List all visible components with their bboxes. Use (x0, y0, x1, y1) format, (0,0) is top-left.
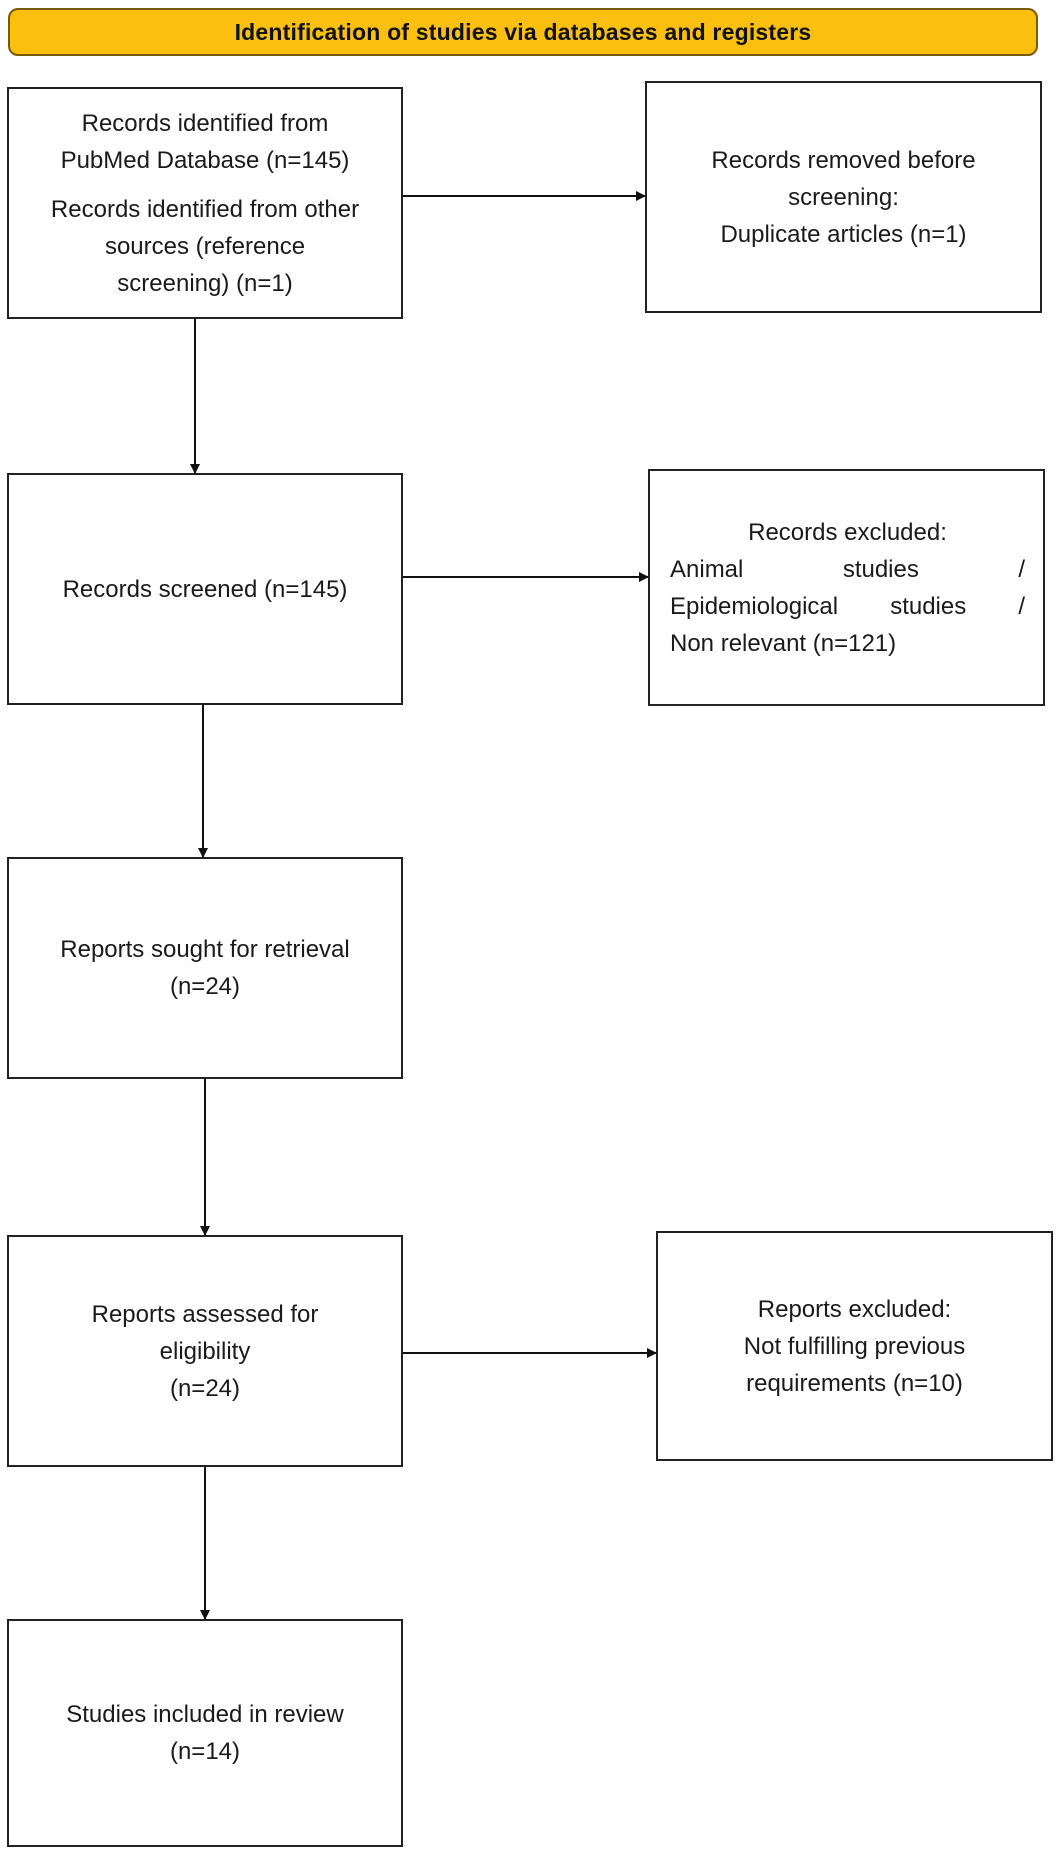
reports-excluded-line-3: requirements (n=10) (746, 1369, 963, 1397)
eligibility-line-2: eligibility (159, 1337, 251, 1365)
excluded-line-1: Records excluded: (748, 518, 947, 546)
identified-line-1: Records identified from (81, 109, 329, 137)
included-line-2: (n=14) (169, 1738, 241, 1765)
reports-excluded-line-1: Reports excluded: (757, 1295, 952, 1323)
excluded-row-1-a: Animal (670, 555, 744, 583)
reports-eligibility-box: Reports assessed for eligibility (n=24) (7, 1235, 403, 1467)
identified-line-4: sources (reference (104, 232, 306, 260)
excluded-row-2-b: studies (890, 592, 967, 620)
studies-included-box: Studies included in review (n=14) (7, 1619, 403, 1847)
removed-line-2: screening: (788, 183, 899, 211)
eligibility-line-3: (n=24) (169, 1374, 241, 1402)
excluded-row-2: Epidemiological studies / (670, 588, 1025, 625)
identification-header: Identification of studies via databases … (8, 8, 1038, 56)
eligibility-line-1: Reports assessed for (91, 1300, 319, 1328)
records-identified-box: Records identified from PubMed Database … (7, 87, 403, 319)
records-excluded-box: Records excluded: Animal studies / Epide… (648, 469, 1045, 706)
reports-excluded-box: Reports excluded: Not fulfilling previou… (656, 1231, 1053, 1461)
excluded-row-1: Animal studies / (670, 551, 1025, 588)
removed-line-3: Duplicate articles (n=1) (720, 220, 967, 248)
excluded-row-2-c: / (1018, 592, 1025, 620)
excluded-row-2-a: Epidemiological (670, 592, 839, 620)
excluded-row-1-b: studies (842, 555, 919, 583)
reports-excluded-line-2: Not fulfilling previous (743, 1332, 966, 1360)
identified-line-2: PubMed Database (n=145) (60, 146, 350, 174)
records-screened-box: Records screened (n=145) (7, 473, 403, 705)
included-line-1: Studies included in review (66, 1701, 344, 1728)
records-removed-box: Records removed before screening: Duplic… (645, 81, 1042, 313)
identified-line-3: Records identified from other (50, 195, 360, 223)
reports-retrieval-box: Reports sought for retrieval (n=24) (7, 857, 403, 1079)
excluded-row-3: Non relevant (n=121) (670, 629, 897, 657)
excluded-row-1-c: / (1018, 555, 1025, 583)
screened-line-1: Records screened (n=145) (62, 575, 348, 603)
retrieval-line-1: Reports sought for retrieval (60, 936, 350, 963)
removed-line-1: Records removed before (711, 146, 976, 174)
identified-line-5: screening) (n=1) (117, 269, 293, 297)
retrieval-line-2: (n=24) (169, 973, 241, 1000)
header-title: Identification of studies via databases … (234, 18, 812, 45)
